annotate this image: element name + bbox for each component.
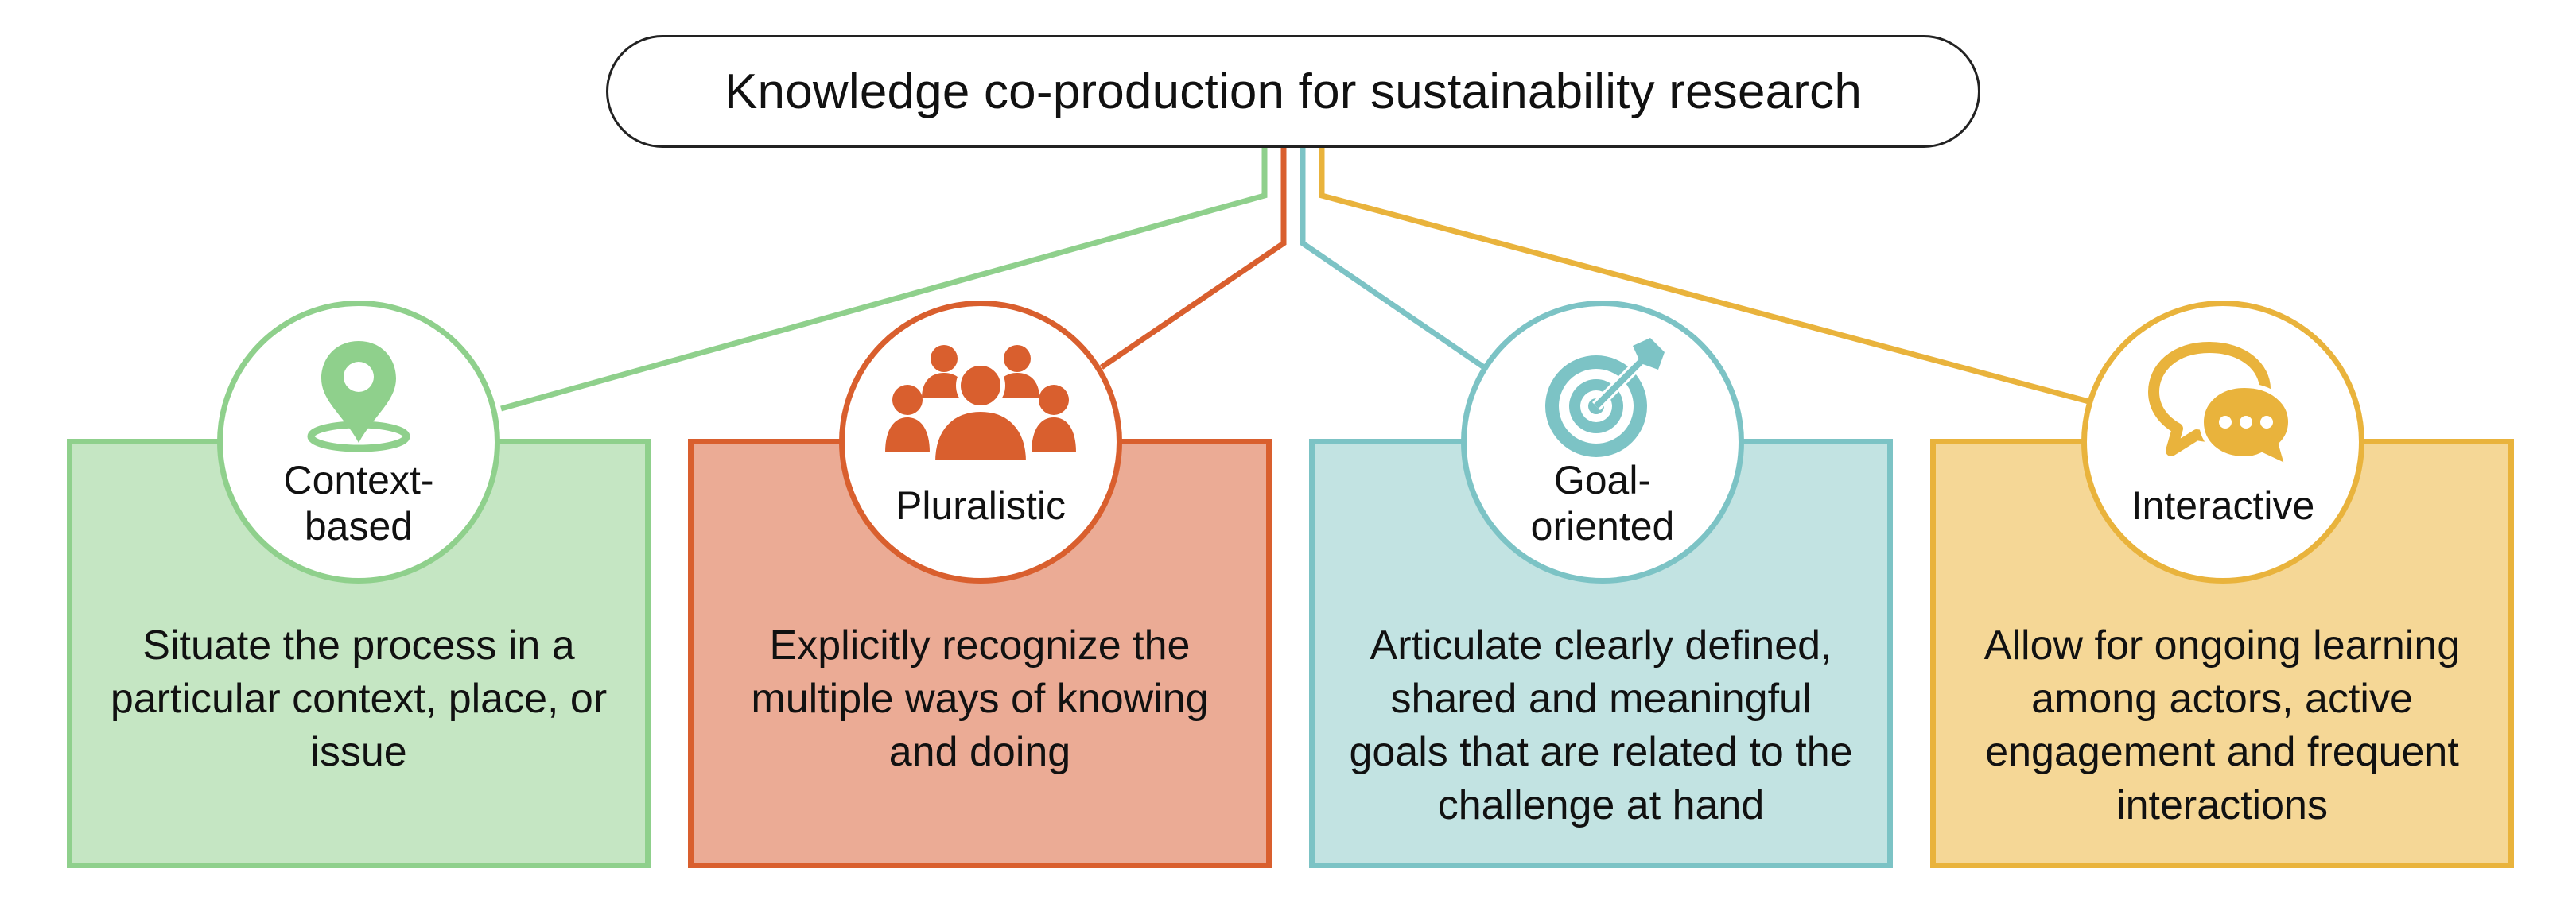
principle-label: Goal- oriented xyxy=(1530,458,1675,549)
principle-description: Situate the process in a particular cont… xyxy=(110,622,608,775)
connector-context-based xyxy=(500,148,1268,412)
principle-circle-interactive: Interactive xyxy=(2081,301,2364,584)
principle-description: Allow for ongoing learning among actors,… xyxy=(1983,622,2461,828)
principle-label: Context- based xyxy=(283,458,434,549)
principle-circle-pluralistic: Pluralistic xyxy=(839,301,1122,584)
principle-description: Articulate clearly defined, shared and m… xyxy=(1349,622,1853,828)
principle-label: Pluralistic xyxy=(896,483,1066,528)
diagram-title-text: Knowledge co-production for sustainabili… xyxy=(724,64,1863,119)
principle-label: Interactive xyxy=(2131,483,2315,528)
principle-circle-context-based: Context- based xyxy=(217,301,500,584)
location-pin-icon xyxy=(307,341,410,452)
target-with-arrow-icon xyxy=(1545,338,1665,457)
connector-interactive xyxy=(1319,148,2092,405)
group-of-people-icon xyxy=(885,345,1076,462)
principle-circle-goal-oriented: Goal- oriented xyxy=(1461,301,1744,584)
diagram-title: Knowledge co-production for sustainabili… xyxy=(606,35,1980,148)
principle-description: Explicitly recognize the multiple ways o… xyxy=(751,622,1209,775)
connector-pluralistic xyxy=(1100,148,1287,370)
connector-goal-oriented xyxy=(1300,148,1486,370)
speech-bubbles-icon xyxy=(2148,342,2294,468)
